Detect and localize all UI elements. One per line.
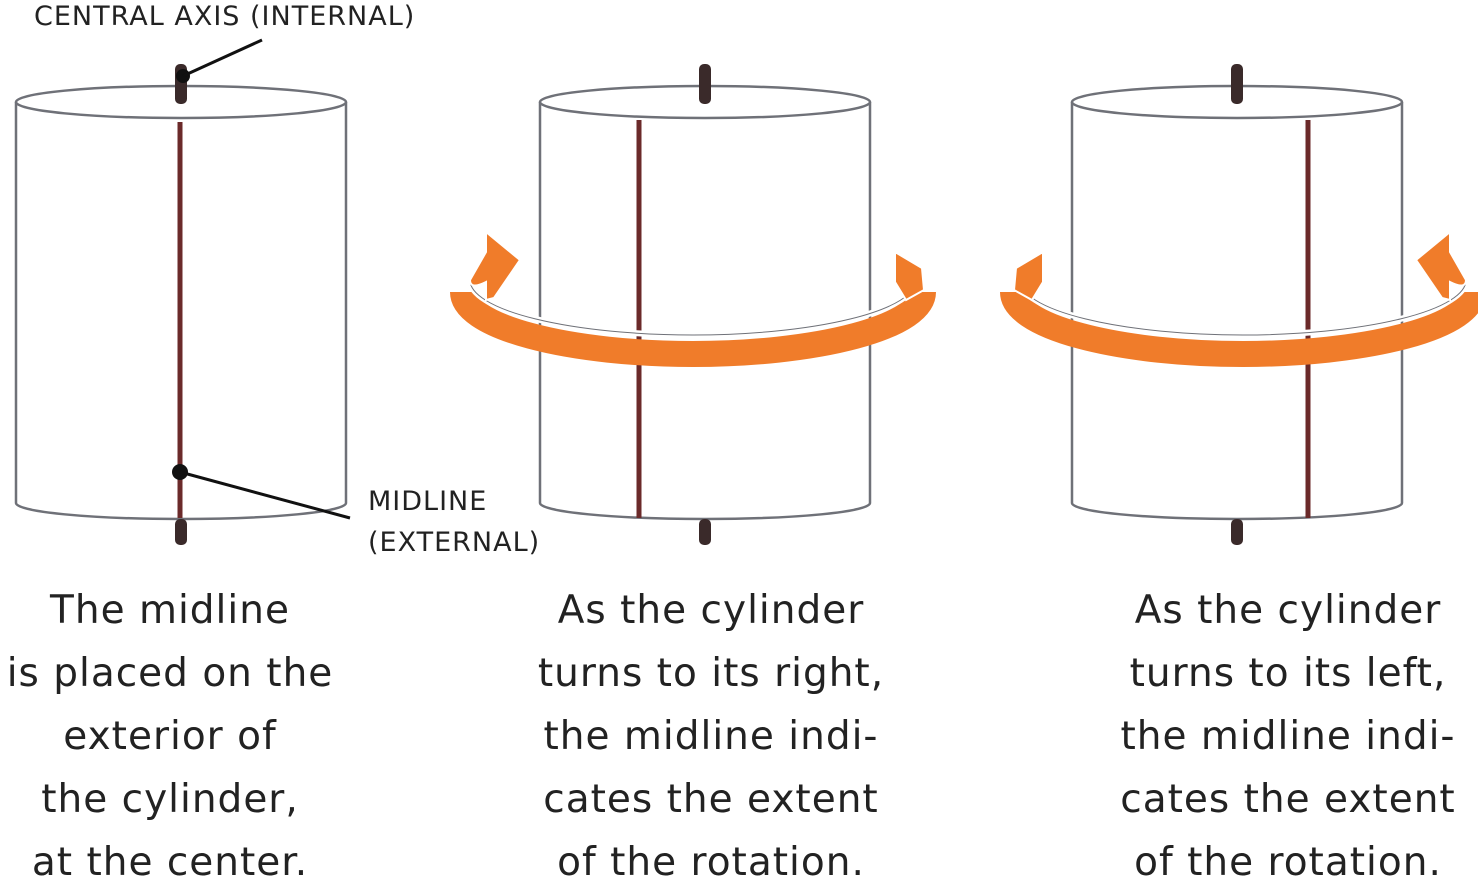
caption-line: the midline indi- [544, 714, 879, 759]
caption-line: is placed on the [7, 651, 334, 696]
cylinder-turn-left [1000, 62, 1478, 547]
cylinder-turn-right [450, 62, 936, 547]
caption-1: The midline is placed on the exterior of… [7, 588, 334, 878]
caption-line: exterior of [63, 714, 277, 759]
rotate-right-arrow-icon [450, 229, 936, 367]
caption-line: the midline indi- [1121, 714, 1456, 759]
caption-line: cates the extent [1120, 777, 1455, 822]
caption-line: of the rotation. [1134, 840, 1442, 878]
central-axis-label: CENTRAL AXIS (INTERNAL) [34, 1, 415, 32]
cylinder-center [14, 38, 351, 547]
caption-line: The midline [49, 588, 290, 633]
midline-label-sub: (EXTERNAL) [368, 527, 540, 558]
midline-leader [179, 470, 351, 520]
caption-2: As the cylinder turns to its right, the … [538, 588, 884, 878]
caption-line: As the cylinder [558, 588, 865, 633]
caption-line: turns to its right, [538, 651, 884, 696]
rotate-left-arrow-icon [1000, 229, 1478, 367]
caption-line: turns to its left, [1130, 651, 1447, 696]
caption-line: As the cylinder [1135, 588, 1442, 633]
caption-line: cates the extent [543, 777, 878, 822]
caption-3: As the cylinder turns to its left, the m… [1120, 588, 1456, 878]
caption-line: at the center. [32, 840, 308, 878]
caption-line: of the rotation. [557, 840, 865, 878]
caption-line: the cylinder, [41, 777, 299, 822]
central-axis-leader [182, 38, 263, 78]
midline-label: MIDLINE [368, 486, 487, 517]
